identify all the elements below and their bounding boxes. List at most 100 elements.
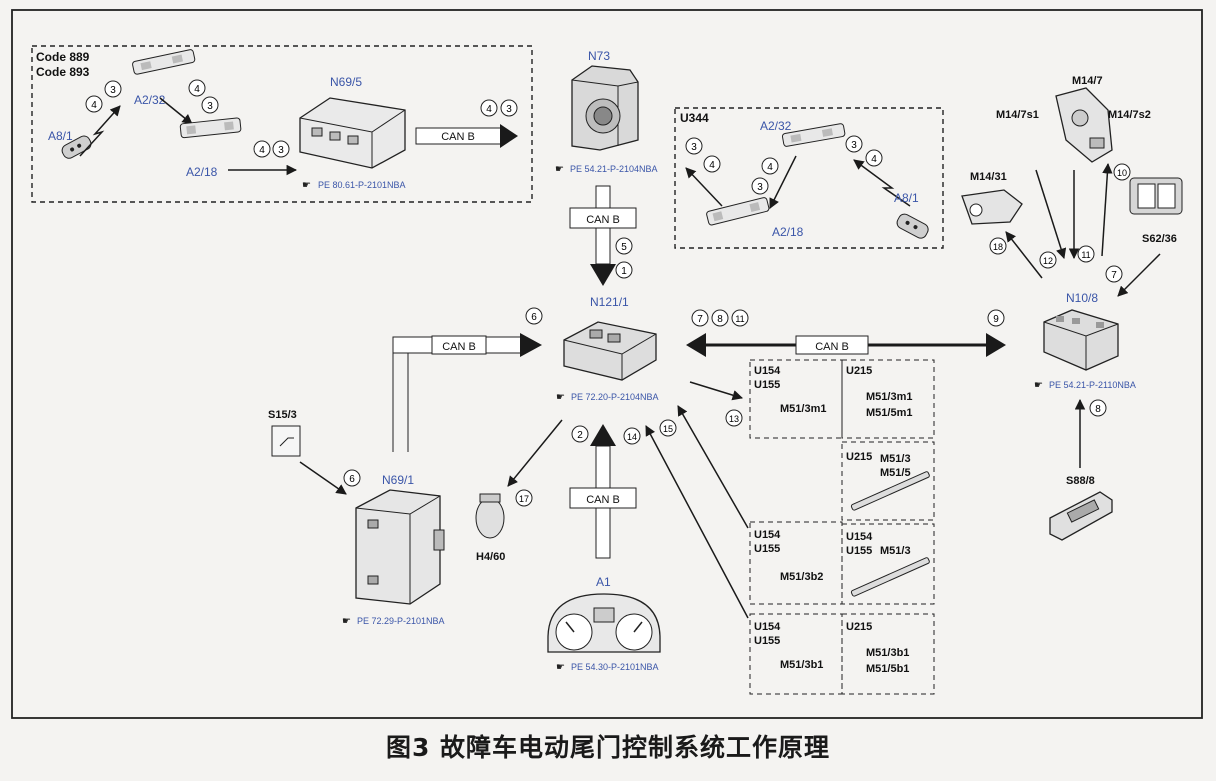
a2-32-antenna-icon	[781, 123, 846, 147]
a8-1-label-left: A8/1	[48, 129, 73, 143]
strut-icon	[850, 471, 930, 511]
variant-top-right-motor2: M51/5m1	[866, 407, 912, 419]
a1-ref: PE 54.30-P-2101NBA	[571, 662, 659, 672]
step-3: 3	[845, 135, 863, 153]
n10-8-module-icon	[1043, 309, 1119, 371]
arrow-m51-3b2-to-n121-1	[677, 405, 749, 529]
can-b-label: CAN B	[586, 494, 620, 506]
can-b-arrow-head	[500, 124, 518, 148]
variant-top-left-motor: M51/3m1	[780, 403, 826, 415]
variant-bot-right-motor2: M51/5b1	[866, 663, 909, 675]
n69-5-ref: PE 80.61-P-2101NBA	[318, 180, 406, 190]
m14-7s2-label: M14/7s2	[1108, 109, 1151, 121]
switch-icon	[271, 425, 301, 457]
variant-box-mid-left	[749, 521, 843, 605]
arrow-s15-3-to-n69-1	[299, 461, 347, 495]
svg-text:6: 6	[531, 312, 537, 323]
svg-text:7: 7	[697, 314, 703, 325]
step-4: 4	[480, 99, 498, 117]
diagram-frame	[11, 9, 1203, 719]
a2-32-label-right: A2/32	[760, 119, 792, 133]
n69-5-label: N69/5	[330, 75, 362, 89]
arrow-m14-7s1	[1035, 169, 1067, 260]
step-7: 7	[1105, 265, 1123, 283]
step-17: 17	[515, 489, 533, 507]
variant-mid-left-motor: M51/3b2	[780, 571, 823, 583]
svg-text:14: 14	[627, 432, 637, 442]
n69-1-ref: PE 72.29-P-2101NBA	[357, 616, 445, 626]
a2-18-antenna-icon	[706, 197, 770, 226]
variant-box-bot-right	[841, 613, 935, 695]
code-893-label: Code 893	[36, 65, 90, 79]
step-4: 4	[703, 155, 721, 173]
step-9: 9	[987, 309, 1005, 327]
ref-icon: ☛	[302, 180, 311, 191]
variant-mid-left-u154: U154	[754, 529, 781, 541]
m14-7-label: M14/7	[1072, 75, 1103, 87]
variant-box-bot-left	[749, 613, 843, 695]
step-4: 4	[253, 140, 271, 158]
can-b-label: CAN B	[586, 214, 620, 226]
svg-text:11: 11	[1081, 250, 1090, 260]
svg-text:4: 4	[194, 84, 200, 95]
n121-1-ref: PE 72.20-P-2104NBA	[571, 392, 659, 402]
svg-text:8: 8	[1095, 404, 1101, 415]
n10-8-ref: PE 54.21-P-2110NBA	[1049, 380, 1136, 390]
n73-ref: PE 54.21-P-2104NBA	[570, 164, 658, 174]
s62-36-label: S62/36	[1142, 233, 1177, 245]
n69-1-module-icon	[355, 489, 445, 605]
lamp-icon	[475, 493, 505, 539]
key-fob-icon	[896, 213, 929, 239]
variant-strut2-u154: U154	[846, 531, 873, 543]
svg-text:3: 3	[278, 145, 284, 156]
can-b-arrow-head	[520, 333, 542, 357]
can-b-arrow-head	[590, 264, 616, 286]
variant-bot-left-u155: U155	[754, 635, 780, 647]
a2-32-label-left: A2/32	[134, 93, 166, 107]
arrow-n121-1-to-h4-60	[507, 419, 563, 487]
arrow-s62-36-to-n10-8	[1117, 253, 1161, 297]
svg-text:4: 4	[486, 104, 492, 115]
svg-text:4: 4	[91, 100, 97, 111]
step-3: 3	[685, 137, 703, 155]
svg-text:3: 3	[207, 101, 213, 112]
svg-text:18: 18	[993, 242, 1003, 252]
variant-top-left-u154: U154	[754, 365, 781, 377]
variant-top-right-code: U215	[846, 365, 872, 377]
svg-text:3: 3	[851, 140, 857, 151]
switch-icon	[1129, 177, 1183, 215]
svg-text:8: 8	[717, 314, 723, 325]
step-3: 3	[104, 80, 122, 98]
svg-text:1: 1	[621, 266, 627, 277]
arrow-a2-18-to-u344-out	[685, 167, 723, 207]
step-2: 2	[571, 425, 589, 443]
antenna-icon	[853, 159, 911, 207]
latch-icon	[961, 189, 1023, 225]
can-b-elbow-line	[392, 337, 409, 452]
ref-icon: ☛	[556, 662, 565, 673]
svg-text:4: 4	[259, 145, 265, 156]
svg-text:15: 15	[663, 424, 673, 434]
m14-31-label: M14/31	[970, 171, 1007, 183]
step-18: 18	[989, 237, 1007, 255]
n69-1-label: N69/1	[382, 473, 414, 487]
step-6: 6	[525, 307, 543, 325]
variant-mid-left-u155: U155	[754, 543, 780, 555]
arrow-m14-7s2	[1101, 162, 1113, 257]
arrow-a2-32-to-a2-18	[159, 97, 193, 125]
svg-text:17: 17	[519, 494, 529, 504]
a8-1-label-right: A8/1	[894, 191, 919, 205]
can-b-arrow-head	[590, 424, 616, 446]
ignition-lock-icon	[571, 65, 639, 151]
svg-text:7: 7	[1111, 270, 1117, 281]
a2-18-antenna-icon	[179, 117, 242, 139]
svg-text:6: 6	[349, 474, 355, 485]
ref-icon: ☛	[555, 164, 564, 175]
ref-icon: ☛	[556, 392, 565, 403]
step-3: 3	[201, 96, 219, 114]
step-4: 4	[85, 95, 103, 113]
variant-bot-left-u154: U154	[754, 621, 781, 633]
svg-text:5: 5	[621, 242, 627, 253]
latch-icon	[1055, 87, 1113, 163]
a2-18-label-right: A2/18	[772, 225, 804, 239]
